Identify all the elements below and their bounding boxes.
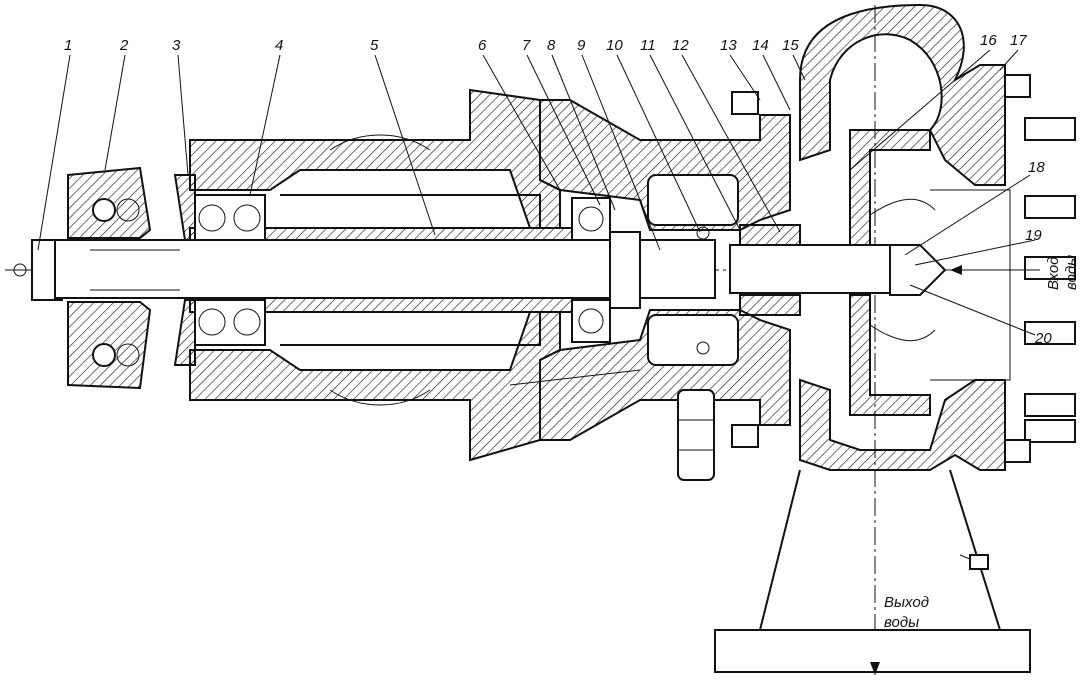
label-6: 6 xyxy=(478,37,487,54)
bearings xyxy=(194,194,611,346)
outlet-pedestal xyxy=(714,469,1031,673)
drain-fitting xyxy=(509,369,715,481)
label-2: 2 xyxy=(119,37,129,54)
label-18: 18 xyxy=(1028,159,1045,176)
outlet-arrowhead xyxy=(870,662,880,675)
outlet-label-line1: Выход xyxy=(884,594,929,611)
intermediate-casing xyxy=(539,99,791,441)
label-10: 10 xyxy=(606,37,623,54)
label-7: 7 xyxy=(522,37,531,54)
inlet-label-line2: воды xyxy=(1063,255,1080,290)
bearing-cover xyxy=(173,174,196,366)
volute-casing xyxy=(799,3,1006,471)
label-5: 5 xyxy=(370,37,379,54)
shaft-seal xyxy=(696,224,801,355)
inlet-label: Вход воды xyxy=(1045,255,1080,290)
label-11: 11 xyxy=(640,37,656,54)
inlet-label-line1: Вход xyxy=(1045,257,1062,290)
impeller xyxy=(849,129,1011,416)
shaft xyxy=(54,227,891,313)
inlet-arrowhead xyxy=(950,265,962,275)
flange-bolts xyxy=(731,74,1076,463)
label-8: 8 xyxy=(547,37,556,54)
part-labels: 1 2 3 4 5 6 7 8 9 10 11 12 13 14 15 16 1… xyxy=(64,32,1052,347)
coupling xyxy=(67,166,152,390)
leader-lines xyxy=(37,49,1036,336)
label-17: 17 xyxy=(1010,32,1027,49)
label-16: 16 xyxy=(980,32,997,49)
label-1: 1 xyxy=(64,37,72,54)
label-15: 15 xyxy=(782,37,799,54)
label-9: 9 xyxy=(577,37,586,54)
label-3: 3 xyxy=(172,37,181,54)
label-19: 19 xyxy=(1025,227,1042,244)
label-4: 4 xyxy=(275,37,283,54)
label-20: 20 xyxy=(1034,330,1052,347)
label-14: 14 xyxy=(752,37,769,54)
impeller-nut xyxy=(889,244,947,296)
label-12: 12 xyxy=(672,37,689,54)
outlet-label-line2: воды xyxy=(884,614,919,631)
label-13: 13 xyxy=(720,37,737,54)
